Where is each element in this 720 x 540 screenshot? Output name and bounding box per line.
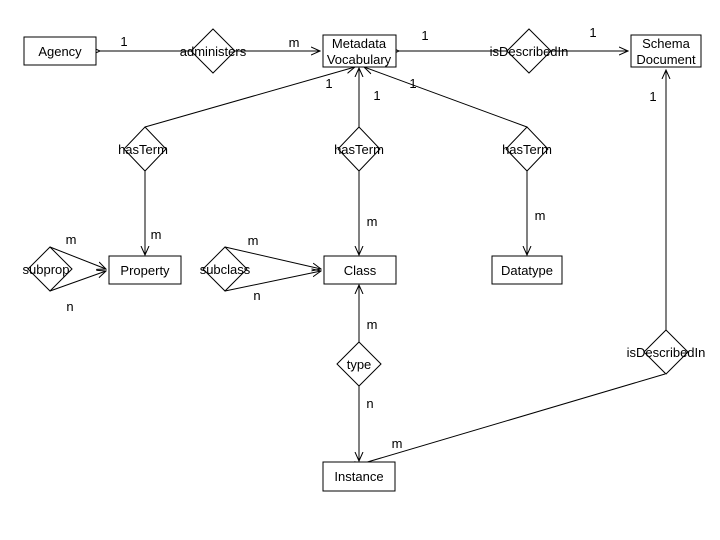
relationship-label-administers: administers [180,44,247,59]
cardinality-administers-vocab: m [289,35,300,50]
cardinality-instance-isdescribedin: m [392,436,403,451]
entity-label-datatype: Datatype [501,263,553,278]
entity-datatype: Datatype [491,255,563,285]
relationship-hasterm-right: hasTerm [502,126,552,172]
cardinality-subprop-bottom: n [66,299,73,314]
edges [49,51,666,463]
entity-label-vocab-line2: Vocabulary [327,52,392,67]
cardinality-hasterm-property: m [151,227,162,242]
relationship-hasterm-mid: hasTerm [334,126,384,172]
relationship-administers: administers [180,28,247,74]
entity-label-vocab-line1: Metadata [332,36,387,51]
relationship-label-hasterm-left: hasTerm [118,142,168,157]
edge-subprop-bottom [49,271,106,292]
relationship-label-subprop: subprop [23,262,70,277]
entity-label-schema-line1: Schema [642,36,690,51]
relationship-label-isdescribedin-top: isDescribedIn [490,44,569,59]
entity-agency: Agency [23,36,97,66]
cardinality-subprop-top: m [66,232,77,247]
entity-label-instance: Instance [334,469,383,484]
relationship-label-subclass: subclass [200,262,251,277]
entity-instance: Instance [322,461,396,492]
cardinality-vocab-right: 1 [409,76,416,91]
relationship-isdescribedin-top: isDescribedIn [490,28,569,74]
cardinality-hasterm-datatype: m [535,208,546,223]
relationship-type: type [336,341,382,387]
cardinality-subclass-bottom: n [253,288,260,303]
entity-label-schema-line2: Document [636,52,696,67]
entity-metadata-vocabulary: Metadata Vocabulary [322,34,397,68]
relationship-subclass: subclass [200,246,251,292]
cardinality-vocab-isdescribedin: 1 [421,28,428,43]
edge-instance-isdescribedin [364,373,666,463]
relationship-isdescribedin-right: isDescribedIn [627,329,706,375]
cardinality-agency-administers: 1 [120,34,127,49]
edge-subclass-top [224,246,321,269]
cardinality-schema-below: 1 [649,89,656,104]
cardinality-hasterm-class: m [367,214,378,229]
cardinality-vocab-left: 1 [325,76,332,91]
cardinality-class-type: m [367,317,378,332]
cardinality-type-instance: n [366,396,373,411]
relationship-label-type: type [347,357,372,372]
edge-hasterm-left-vocab [144,67,355,128]
relationship-hasterm-left: hasTerm [118,126,168,172]
entity-class: Class [323,255,397,285]
entity-schema-document: Schema Document [630,34,702,68]
cardinality-isdescribedin-schema: 1 [589,25,596,40]
relationship-label-isdescribedin-right: isDescribedIn [627,345,706,360]
cardinality-labels: 1 m 1 1 1 1 1 1 m m m m n m n m n m [66,25,657,451]
cardinality-vocab-mid: 1 [373,88,380,103]
relationship-label-hasterm-right: hasTerm [502,142,552,157]
entity-property: Property [108,255,182,285]
edge-subclass-bottom [224,271,321,292]
entity-label-class: Class [344,263,377,278]
entity-label-property: Property [120,263,170,278]
relationship-subprop: subprop [23,246,73,292]
relationship-label-hasterm-mid: hasTerm [334,142,384,157]
cardinality-subclass-top: m [248,233,259,248]
edge-subprop-top [49,246,106,269]
edge-hasterm-right-vocab [364,67,528,128]
entity-label-agency: Agency [38,44,82,59]
